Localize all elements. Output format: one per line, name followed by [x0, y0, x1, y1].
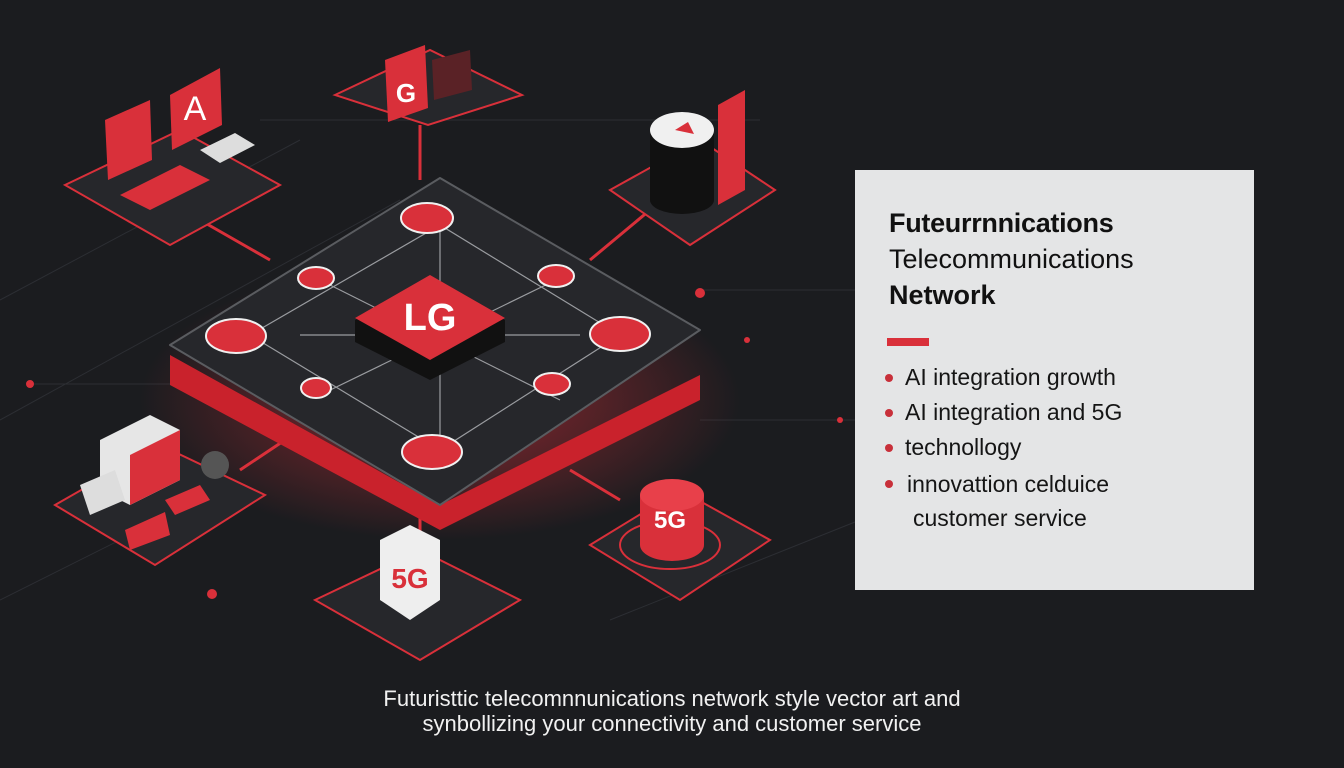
bullet-item: AI integration growth [905, 364, 1116, 390]
tower-label: 5G [391, 563, 428, 594]
cylinder-label: 5G [654, 507, 686, 534]
red-divider [887, 338, 929, 346]
central-platform: LG [140, 177, 740, 540]
bullet-item: innovattion celduice [907, 471, 1110, 497]
platform-bottom-left [53, 415, 268, 567]
info-panel: Futeurrnnications Telecommunications Net… [855, 170, 1254, 590]
bullet-dot [885, 480, 893, 488]
chip-label: LG [404, 297, 457, 339]
platform-bottom-right: 5G [588, 479, 772, 602]
panel-title-line1: Futeurrnnications [889, 208, 1114, 238]
caption-line1: Futuristtic telecomnnunications network … [383, 686, 961, 711]
platform-top-left: A [62, 68, 283, 247]
accent-dots [26, 288, 843, 599]
platform-top-right [608, 90, 777, 247]
bullet-item: customer service [913, 505, 1087, 531]
bullet-dot [885, 374, 893, 382]
device-label: A [184, 90, 207, 128]
platform-bottom: 5G [312, 525, 523, 662]
panel-title-line3: Network [889, 280, 996, 310]
platform-top: G [332, 45, 525, 127]
caption-line2: synbollizing your connectivity and custo… [422, 711, 922, 736]
bullet-dot [885, 409, 893, 417]
bullet-item: technollogy [905, 434, 1022, 460]
panel-title-line2: Telecommunications [889, 244, 1134, 274]
device-label: G [396, 78, 416, 108]
bullet-item: AI integration and 5G [905, 399, 1123, 425]
bullet-dot [885, 444, 893, 452]
